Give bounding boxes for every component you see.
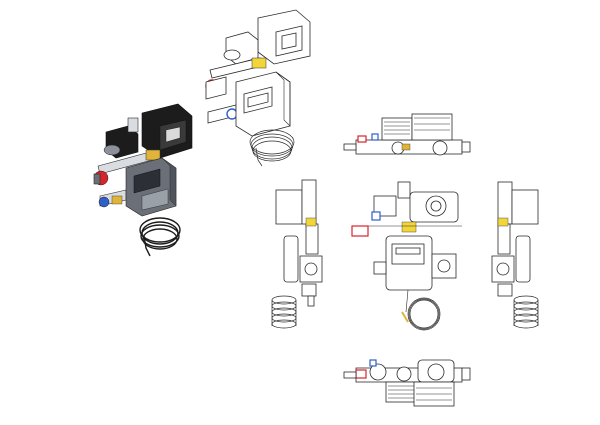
front-view xyxy=(351,181,462,331)
right-view-coil xyxy=(513,295,539,329)
right-view-motor xyxy=(511,189,539,225)
isometric-line-view xyxy=(205,9,311,167)
yellow-tag xyxy=(251,57,267,69)
front-view-coil xyxy=(407,297,441,331)
blue-valve-handle xyxy=(98,196,110,208)
brass-fitting xyxy=(145,149,161,161)
right-side-view xyxy=(491,181,539,329)
top-view xyxy=(343,113,471,156)
sensor-coil-outline xyxy=(249,129,295,167)
left-side-view xyxy=(271,179,323,329)
isometric-shaded-view xyxy=(93,103,193,257)
left-view-motor xyxy=(275,189,303,225)
controller-display xyxy=(133,168,161,194)
blue-valve-outline xyxy=(226,108,238,120)
sensor-cable-coil xyxy=(139,217,181,257)
bottom-view xyxy=(343,359,471,407)
left-view-coil xyxy=(271,295,297,329)
connector-plug xyxy=(165,126,181,143)
